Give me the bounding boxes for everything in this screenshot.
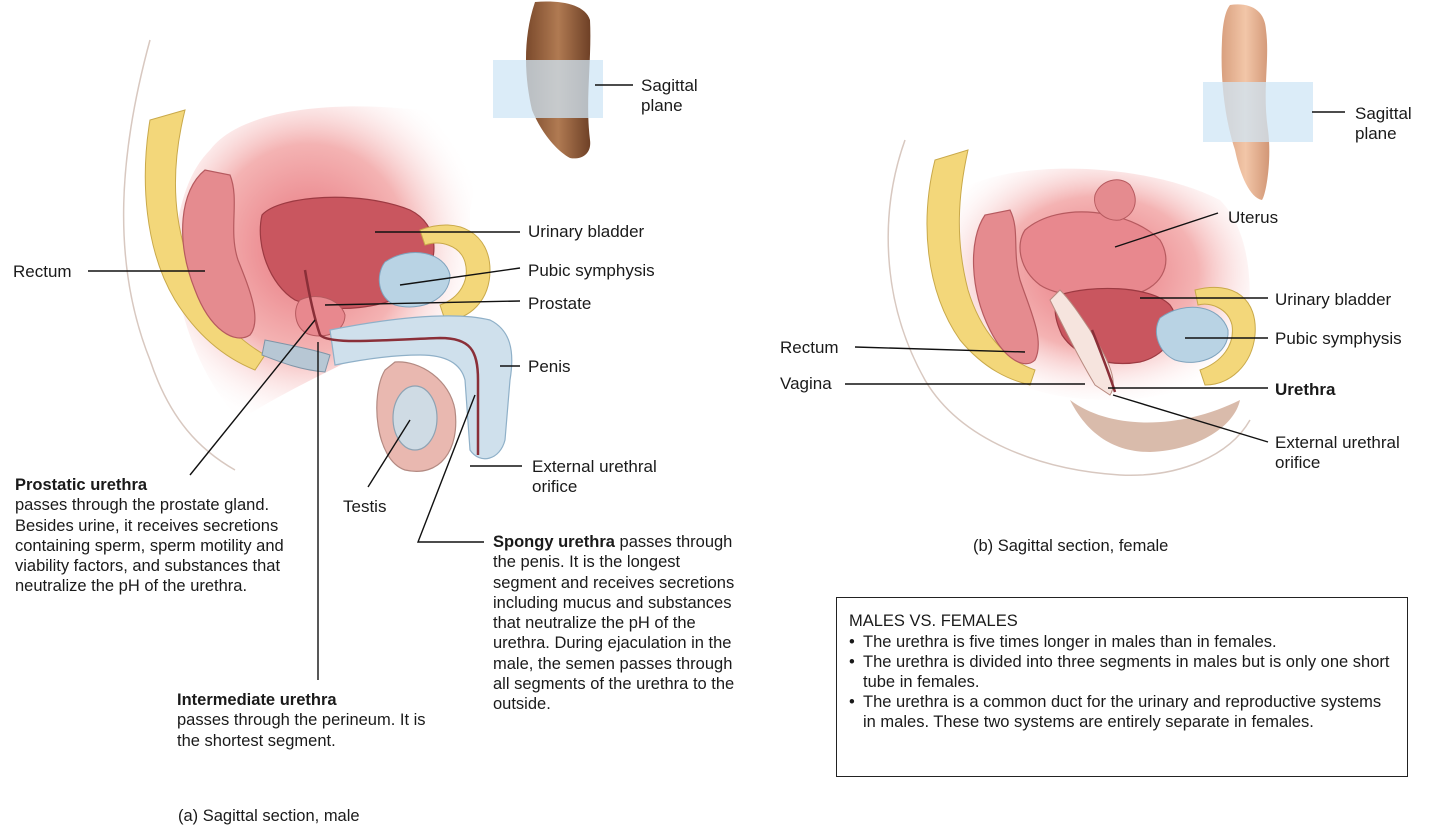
comparison-title: MALES VS. FEMALES [849, 611, 1393, 631]
female-sagittal-plane-line2: plane [1355, 124, 1412, 144]
female-vagina-label: Vagina [780, 374, 832, 394]
comparison-item: The urethra is five times longer in male… [849, 632, 1393, 652]
male-rectum-label: Rectum [13, 262, 72, 282]
prostatic-urethra-term: Prostatic urethra [15, 476, 147, 494]
female-orifice-line1: External urethral [1275, 433, 1400, 453]
female-urethra-term: Urethra [1275, 380, 1335, 399]
male-orifice-line2: orifice [532, 477, 657, 497]
male-caption: (a) Sagittal section, male [178, 806, 360, 826]
female-urinary-bladder-label: Urinary bladder [1275, 290, 1391, 310]
female-pubic-symphysis-shape [1156, 307, 1228, 362]
intermediate-urethra-text: passes through the perineum. It is the s… [177, 711, 426, 749]
female-plane-icon [1203, 4, 1313, 200]
males-vs-females-box: MALES VS. FEMALES The urethra is five ti… [836, 597, 1408, 777]
spongy-urethra-text: passes through the penis. It is the long… [493, 533, 734, 713]
male-orifice-line1: External urethral [532, 457, 657, 477]
male-pubic-symphysis-label: Pubic symphysis [528, 261, 655, 281]
male-external-urethral-orifice-label: External urethral orifice [532, 457, 657, 497]
female-rectum-label: Rectum [780, 338, 839, 358]
female-sagittal-plane-rect [1203, 82, 1313, 142]
female-caption: (b) Sagittal section, female [973, 536, 1168, 556]
female-sagittal-section [888, 140, 1255, 475]
female-pubic-symphysis-label: Pubic symphysis [1275, 329, 1402, 349]
male-sagittal-plane-rect [493, 60, 603, 118]
male-prostate-label: Prostate [528, 294, 591, 314]
comparison-list: The urethra is five times longer in male… [849, 632, 1393, 732]
comparison-item: The urethra is a common duct for the uri… [849, 692, 1393, 732]
female-sagittal-plane-line1: Sagittal [1355, 104, 1412, 124]
male-testis-shape [393, 386, 437, 450]
intermediate-urethra-description: Intermediate urethra passes through the … [177, 690, 427, 751]
female-external-urethral-orifice-label: External urethral orifice [1275, 433, 1400, 473]
spongy-urethra-description: Spongy urethra passes through the penis.… [493, 532, 743, 715]
male-sagittal-plane-line1: Sagittal [641, 76, 698, 96]
female-urethra-label: Urethra [1275, 380, 1335, 400]
prostatic-urethra-description: Prostatic urethra passes through the pro… [15, 475, 290, 597]
female-sagittal-plane-label: Sagittal plane [1355, 104, 1412, 144]
male-penis-label: Penis [528, 357, 571, 377]
male-sagittal-plane-label: Sagittal plane [641, 76, 698, 116]
male-testis-label: Testis [343, 497, 386, 517]
male-plane-icon [493, 2, 603, 159]
female-ovary-tube [1095, 180, 1136, 220]
female-orifice-line2: orifice [1275, 453, 1400, 473]
female-uterus-label: Uterus [1228, 208, 1278, 228]
comparison-item: The urethra is divided into three segmen… [849, 652, 1393, 692]
intermediate-urethra-term: Intermediate urethra [177, 691, 337, 709]
spongy-urethra-term: Spongy urethra [493, 533, 615, 551]
male-sagittal-plane-line2: plane [641, 96, 698, 116]
male-urinary-bladder-label: Urinary bladder [528, 222, 644, 242]
prostatic-urethra-text: passes through the prostate gland. Besid… [15, 496, 284, 595]
